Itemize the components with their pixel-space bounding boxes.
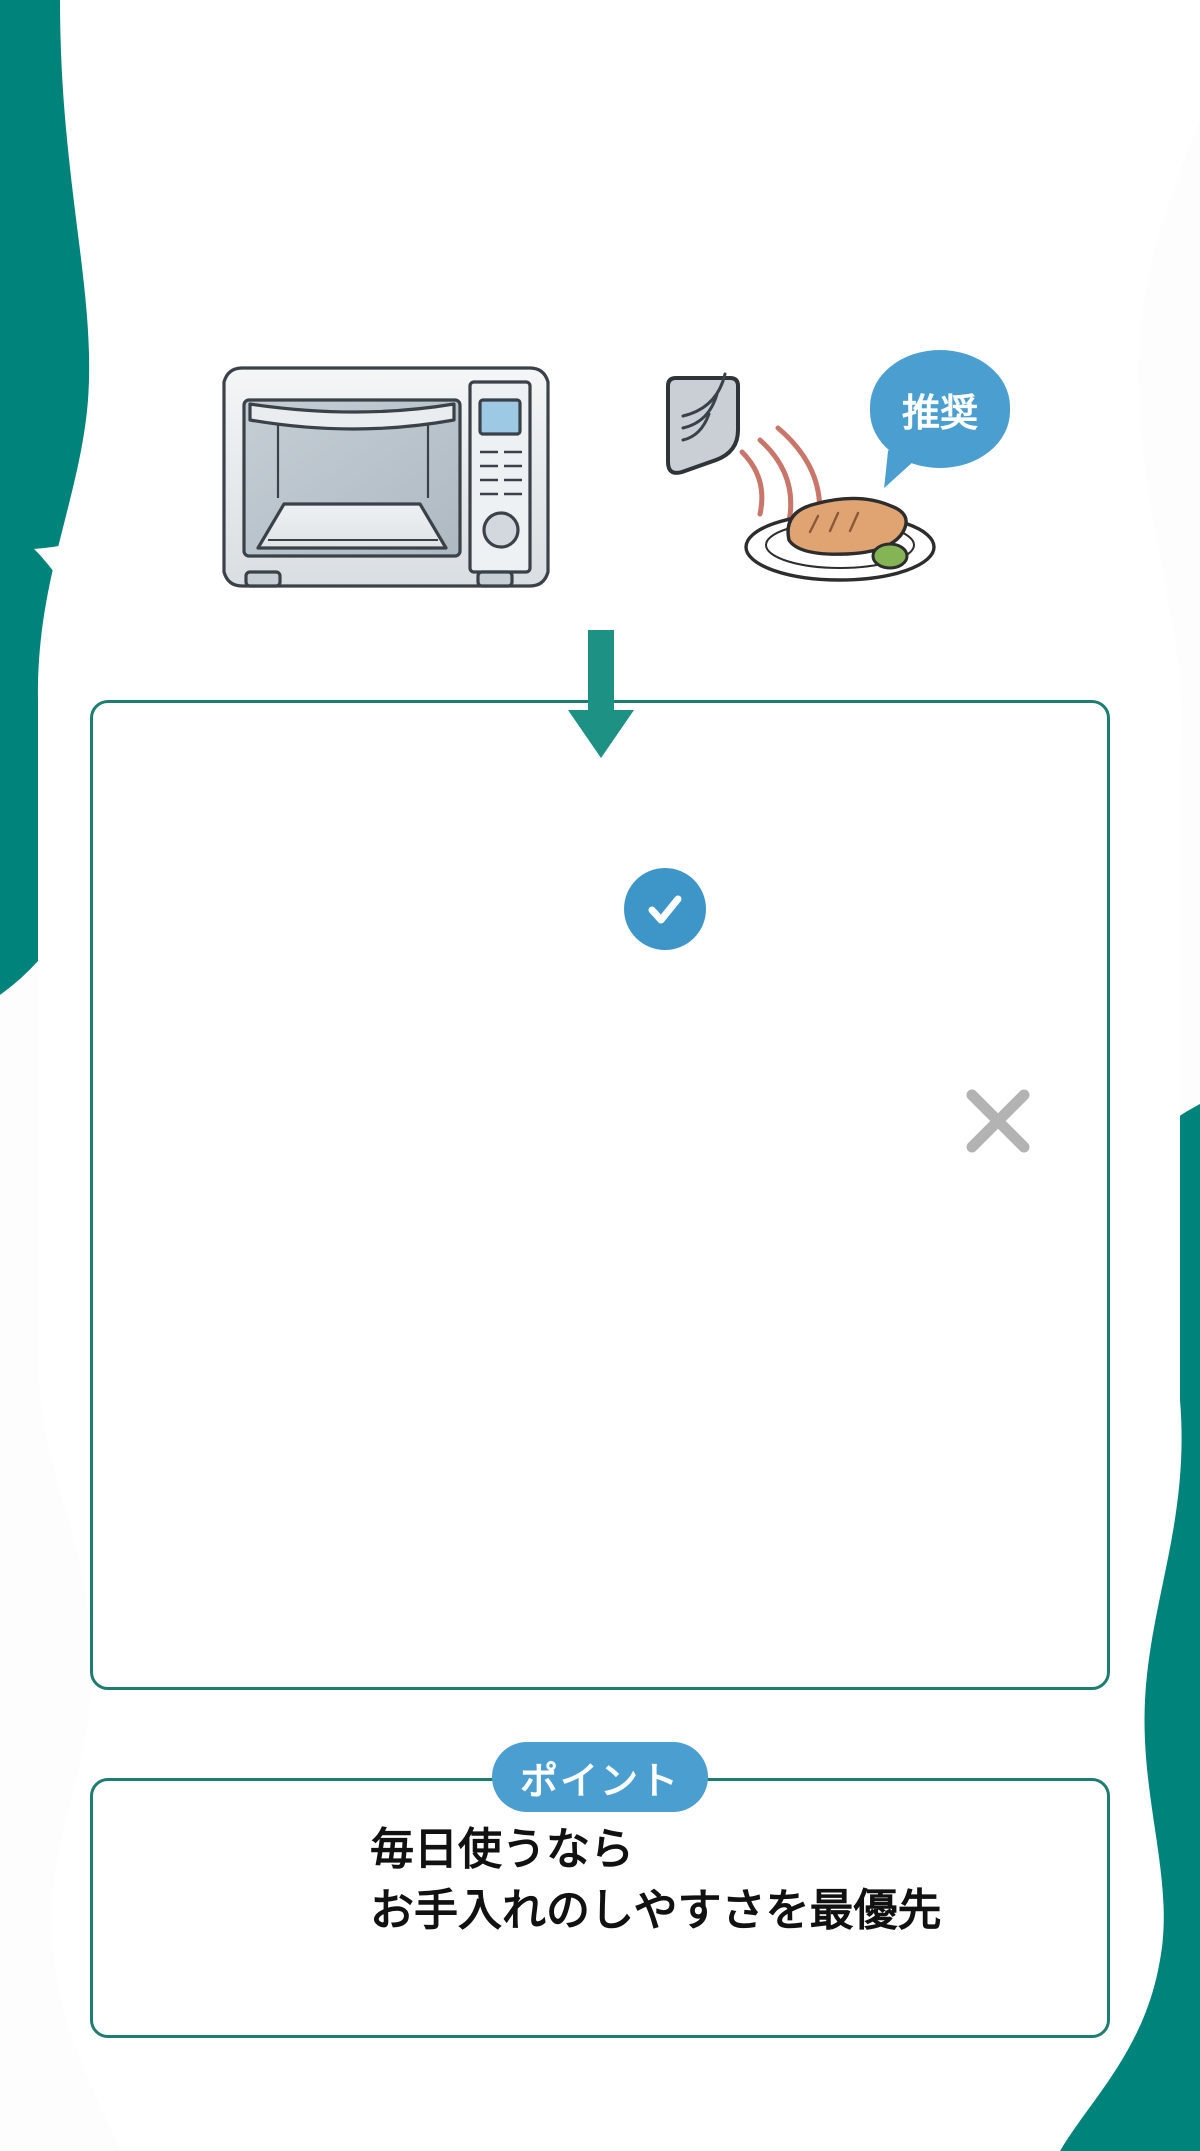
point-message-line1: 毎日使うなら xyxy=(370,1825,634,1874)
hero-flat-microwave-icon xyxy=(222,366,550,588)
point-message-line2: お手入れのしやすさを最優先 xyxy=(370,1885,942,1935)
point-message: 毎日使うなら お手入れのしやすさを最優先 xyxy=(370,1820,942,1941)
good-check-badge xyxy=(624,868,706,950)
bad-x-icon xyxy=(966,1089,1030,1153)
recommend-badge: 推奨 xyxy=(870,350,1010,468)
recommend-badge-label: 推奨 xyxy=(901,392,978,435)
down-arrow-icon xyxy=(568,630,634,758)
point-badge-label: ポイント xyxy=(519,1760,680,1803)
hero-infrared-sensor-icon xyxy=(666,372,740,475)
check-icon xyxy=(648,895,682,924)
point-card xyxy=(90,1778,1110,2038)
hero-steak-plate-icon xyxy=(744,496,936,582)
main-feature-card xyxy=(90,700,1110,1690)
point-badge: ポイント xyxy=(492,1742,708,1812)
